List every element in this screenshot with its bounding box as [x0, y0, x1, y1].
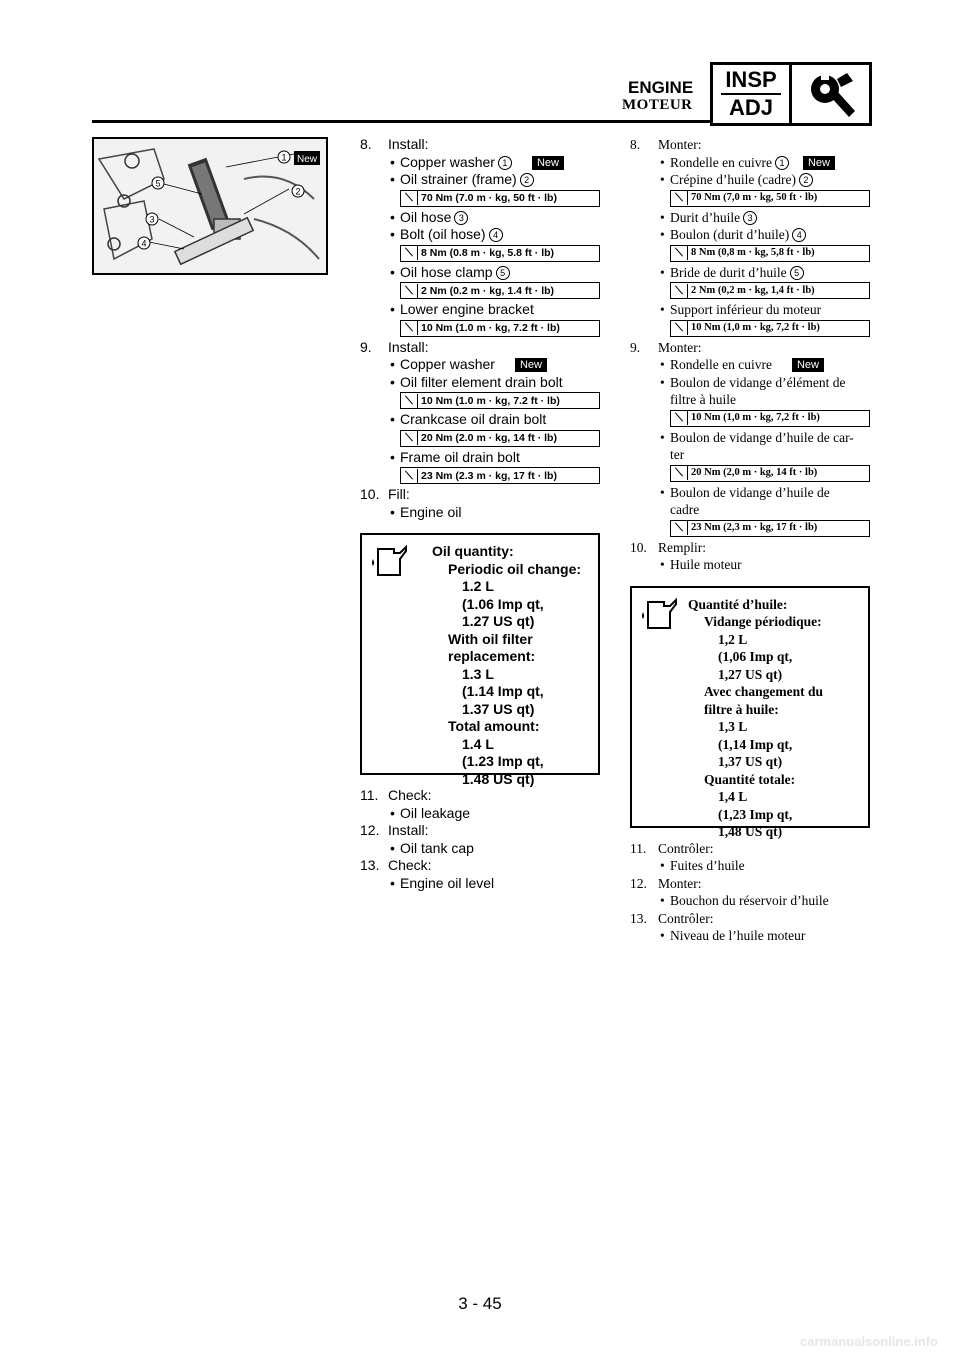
oil-can-icon: [372, 544, 407, 576]
list-item: •Engine oil level: [390, 874, 495, 891]
step-11: 11.Contrôler:: [630, 840, 714, 856]
torque-wrench-icon: ⟍: [401, 283, 418, 298]
new-badge: New: [791, 358, 824, 372]
torque-spec: ⟍10 Nm (1.0 m · kg, 7.2 ft · lb): [400, 319, 600, 337]
tab-adj: ADJ: [728, 95, 773, 120]
list-item: •Bolt (oil hose)4: [360, 226, 600, 244]
list-item: •Support inférieur du moteur: [660, 302, 822, 317]
tab-insp: INSP: [725, 67, 777, 92]
list-item: •Boulon (durit d’huile)4: [630, 226, 870, 244]
torque-wrench-icon: ⟍: [401, 393, 418, 408]
section-title-fr: MOTEUR: [622, 97, 693, 113]
torque-wrench-icon: ⟍: [671, 411, 688, 425]
callout-3: 3: [149, 215, 154, 225]
torque-spec: ⟍2 Nm (0.2 m · kg, 1.4 ft · lb): [400, 282, 600, 299]
oil-strainer-illustration: 1 2 3 4 5 New: [92, 137, 328, 275]
step-10: 10.Fill:: [360, 486, 410, 502]
list-item: •Crépine d’huile (cadre)2: [630, 171, 870, 189]
list-item: •Crankcase oil drain bolt: [390, 411, 547, 427]
step-11: 11.Check:: [360, 787, 432, 803]
section-tab: INSP ADJ: [710, 62, 872, 126]
callout-5: 5: [155, 179, 160, 189]
new-badge: New: [514, 358, 547, 372]
step-8: 8.Install:: [360, 136, 429, 152]
step-12: 12.Install:: [360, 822, 429, 838]
torque-wrench-icon: ⟍: [401, 321, 418, 335]
callout-1: 1: [281, 153, 286, 163]
new-badge: New: [531, 155, 564, 170]
list-item: •Boulon de vidange d’huile de car-: [660, 429, 854, 445]
torque-spec: ⟍10 Nm (1.0 m · kg, 7.2 ft · lb): [400, 392, 600, 409]
torque-wrench-icon: ⟍: [401, 191, 418, 205]
step-13: 13.Contrôler:: [630, 910, 714, 926]
list-item: •Frame oil drain bolt: [390, 448, 520, 465]
list-item: •Lower engine bracket: [390, 301, 534, 317]
torque-wrench-icon: ⟍: [671, 466, 688, 480]
oil-quantity-title: Oil quantity:: [432, 543, 514, 559]
torque-spec: ⟍23 Nm (2.3 m · kg, 17 ft · lb): [400, 467, 600, 484]
torque-spec: ⟍2 Nm (0,2 m · kg, 1,4 ft · lb): [670, 282, 870, 299]
oil-quantity-title: Quantité d’huile:: [688, 596, 788, 612]
torque-wrench-icon: ⟍: [401, 431, 418, 445]
oil-quantity-box: Oil quantity: Periodic oil change: 1.2 L…: [360, 533, 600, 787]
step-9: 9.Monter:: [630, 339, 702, 355]
list-item: •Oil leakage: [390, 804, 471, 821]
list-item-cont: cadre: [670, 502, 700, 517]
figure-new-badge: New: [297, 154, 318, 165]
torque-wrench-icon: ⟍: [401, 246, 418, 260]
step-10: 10.Remplir:: [630, 539, 706, 555]
torque-wrench-icon: ⟍: [671, 321, 688, 335]
list-item: •Boulon de vidange d’huile de: [660, 484, 830, 500]
section-title-en: ENGINE: [628, 78, 694, 97]
torque-spec: ⟍20 Nm (2,0 m · kg, 14 ft · lb): [670, 464, 870, 482]
torque-spec: ⟍70 Nm (7.0 m · kg, 50 ft · lb): [400, 189, 600, 207]
torque-wrench-icon: ⟍: [671, 283, 688, 298]
list-item-cont: ter: [670, 447, 685, 462]
list-item: •Oil filter element drain bolt: [390, 373, 563, 390]
wrench-icon: [792, 65, 869, 123]
step-9: 9.Install:: [360, 338, 429, 355]
list-item: •Bouchon du réservoir d’huile: [660, 893, 829, 908]
torque-spec: ⟍8 Nm (0.8 m · kg, 5.8 ft · lb): [400, 244, 600, 262]
list-item: •Huile moteur: [660, 557, 742, 572]
step-13: 13.Check:: [360, 857, 432, 873]
watermark: carmanualsonline.info: [800, 1334, 938, 1349]
list-item: •Engine oil: [390, 503, 462, 520]
oil-can-icon: [642, 597, 677, 629]
torque-spec: ⟍20 Nm (2.0 m · kg, 14 ft · lb): [400, 429, 600, 447]
list-item: •Fuites d’huile: [660, 858, 745, 873]
oil-quantity-box: Quantité d’huile: Vidange périodique: 1,…: [630, 585, 870, 839]
list-item: •Niveau de l’huile moteur: [660, 928, 806, 943]
torque-wrench-icon: ⟍: [671, 191, 688, 205]
torque-spec: ⟍23 Nm (2,3 m · kg, 17 ft · lb): [670, 519, 870, 537]
torque-spec: ⟍10 Nm (1,0 m · kg, 7,2 ft · lb): [670, 319, 870, 337]
torque-spec: ⟍8 Nm (0,8 m · kg, 5,8 ft · lb): [670, 244, 870, 262]
torque-wrench-icon: ⟍: [671, 521, 688, 535]
list-item: •Oil strainer (frame)2: [360, 171, 600, 189]
list-item-cont: filtre à huile: [670, 392, 736, 407]
torque-spec: ⟍10 Nm (1,0 m · kg, 7,2 ft · lb): [670, 409, 870, 427]
step-8: 8.Monter:: [630, 137, 702, 152]
callout-2: 2: [295, 187, 300, 197]
torque-wrench-icon: ⟍: [401, 468, 418, 483]
new-badge: New: [802, 155, 835, 170]
torque-spec: ⟍70 Nm (7,0 m · kg, 50 ft · lb): [670, 189, 870, 207]
step-12: 12.Monter:: [630, 875, 702, 891]
callout-4: 4: [141, 239, 146, 249]
header-rule: [92, 120, 712, 123]
page-number: 3 - 45: [458, 1294, 502, 1313]
torque-wrench-icon: ⟍: [671, 246, 688, 260]
list-item: •Boulon de vidange d’élément de: [660, 374, 846, 390]
list-item: •Oil tank cap: [390, 839, 474, 856]
